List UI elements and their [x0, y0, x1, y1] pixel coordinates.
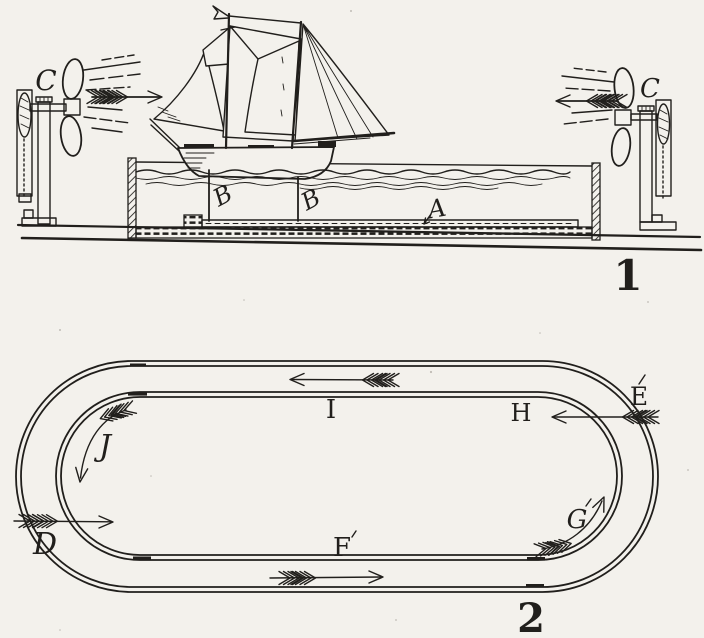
wind-streaks-left	[83, 54, 141, 133]
fan-stand-left	[21, 96, 57, 227]
inlet-arrow-D-left	[13, 513, 114, 529]
label-G: G	[567, 505, 588, 535]
channel-inner-wall	[55, 391, 623, 561]
figure-1-wind-tank-diagram: C	[16, 5, 703, 300]
pulley-right	[655, 99, 672, 201]
stern-boom	[292, 131, 396, 143]
label-E: E	[630, 382, 648, 411]
figure-2-number: 2	[517, 595, 545, 638]
foremast	[224, 12, 231, 150]
label-F: F	[333, 533, 351, 563]
label-I: I	[326, 395, 336, 425]
channel-outer-wall	[15, 360, 659, 593]
label-C-left: C	[35, 64, 56, 97]
figure-1-number: 1	[613, 251, 642, 300]
flow-arrow-I-top	[289, 372, 400, 388]
label-F-group: F	[333, 530, 357, 563]
pulley-left	[16, 89, 33, 203]
fan-right	[610, 67, 658, 167]
curved-arrow-G	[533, 493, 611, 558]
wall-segment-joints	[128, 363, 545, 588]
figure-2-circulating-channel-diagram: D E F G H I J 2	[13, 360, 660, 638]
label-E-group: E	[630, 374, 648, 411]
fan-stand-right	[637, 105, 677, 231]
label-C-right: C	[640, 74, 660, 104]
label-A-group: A	[423, 193, 448, 225]
label-G-group: G	[567, 498, 592, 535]
bowsprit	[149, 118, 181, 152]
fore-staysail	[153, 49, 225, 132]
fan-left	[29, 58, 85, 157]
pennant-flag	[212, 5, 229, 20]
wind-arrow-right	[555, 93, 628, 109]
sailing-ship-rig	[153, 5, 396, 150]
wind-arrow-left	[86, 89, 163, 105]
sailing-ship-hull	[149, 118, 335, 180]
curved-arrow-J	[73, 400, 138, 484]
label-J: J	[93, 429, 113, 464]
fore-topsail	[202, 27, 230, 67]
false-bottom-board	[183, 214, 579, 228]
label-D: D	[32, 527, 57, 562]
main-sail	[244, 40, 300, 136]
label-H: H	[511, 399, 532, 427]
jib-fan	[294, 23, 390, 142]
flow-arrow-F-bottom	[269, 570, 384, 586]
right-fan-assembly: C	[555, 67, 677, 231]
paper-specks	[59, 10, 689, 631]
left-fan-assembly: C	[16, 54, 163, 227]
mainmast	[290, 20, 303, 150]
mooring-posts	[208, 169, 299, 222]
inlet-arrow-E-right	[551, 409, 660, 425]
wind-streaks-right	[561, 67, 615, 125]
